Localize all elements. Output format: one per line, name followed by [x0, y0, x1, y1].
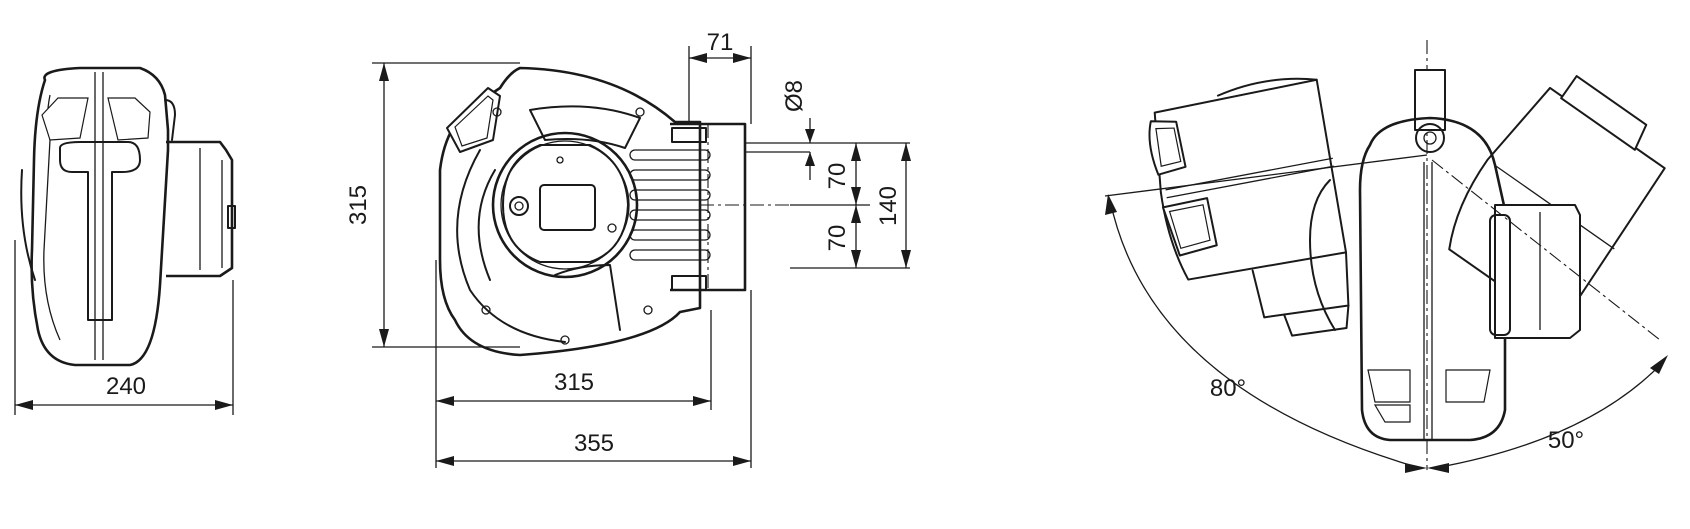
- side-view: [14, 66, 236, 415]
- angle-right-swivel: 50°: [1548, 427, 1584, 454]
- dim-body-width: 315: [554, 369, 594, 396]
- dim-hole-diameter: Ø8: [781, 80, 808, 112]
- dim-side-width: 240: [106, 373, 146, 400]
- dim-hole-spacing-total: 140: [875, 186, 902, 226]
- dim-hole-spacing-lower: 70: [824, 225, 851, 252]
- angle-left-swivel: 80°: [1210, 375, 1246, 402]
- dim-hole-spacing-upper: 70: [824, 163, 851, 190]
- front-view: [372, 46, 911, 468]
- dim-overall-width: 355: [574, 430, 614, 457]
- dim-height: 315: [345, 185, 372, 225]
- swivel-view: [1104, 40, 1668, 473]
- dim-bracket-depth: 71: [707, 29, 734, 56]
